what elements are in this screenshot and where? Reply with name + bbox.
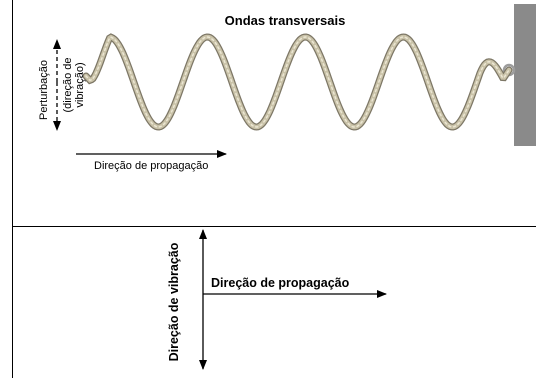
vibration-note-line2: vibração) [74,62,86,107]
top-propagation-label: Direção de propagação [94,160,208,172]
rope-wave-outline [82,33,513,131]
vibration-note-line1: (direção de [62,57,74,112]
wall [514,4,536,146]
rope-texture [85,36,510,128]
diagram-frame [12,0,534,378]
bottom-propagation-label: Direção de propagação [211,276,350,290]
panel-divider [12,226,536,227]
disturbance-label: Perturbação [38,60,50,120]
top-title: Ondas transversais [225,13,346,28]
bottom-vibration-label: Direção de vibração [167,242,181,361]
